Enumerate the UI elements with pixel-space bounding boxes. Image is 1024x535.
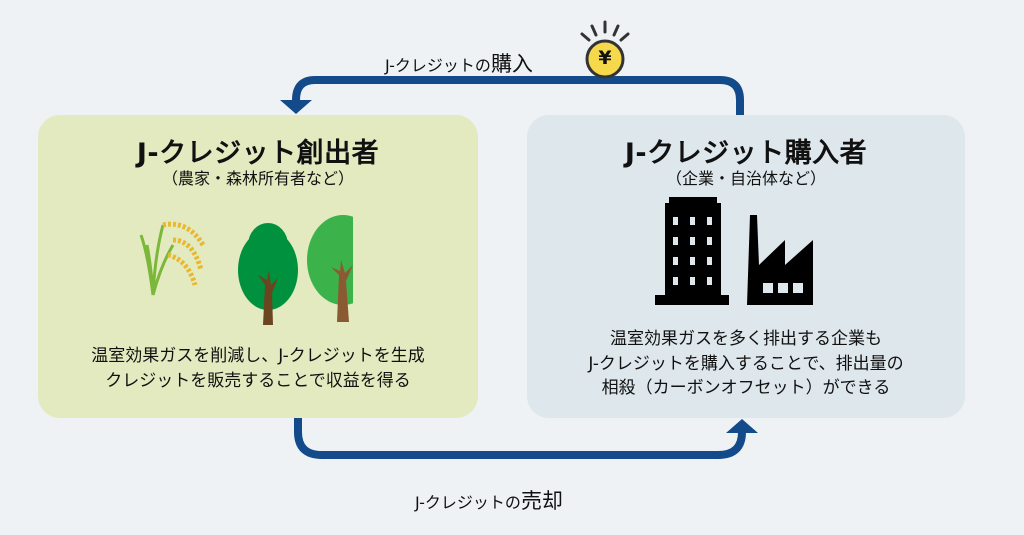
- sale-arrow: [294, 418, 746, 459]
- purchase-label-prefix: J-クレジットの: [385, 56, 491, 75]
- buyer-description: 温室効果ガスを多く排出する企業も J-クレジットを購入することで、排出量の 相殺…: [527, 327, 965, 401]
- buyer-subtitle: （企業・自治体など）: [665, 169, 826, 188]
- purchase-arrowhead: [280, 100, 312, 114]
- creator-title: J-クレジット創出者: [136, 138, 380, 169]
- purchase-arrow: [292, 76, 744, 115]
- tree-icon: [238, 223, 298, 325]
- description-line: クレジットを販売することで収益を得る: [105, 370, 411, 391]
- buyer-illustration: [655, 197, 813, 305]
- sale-label-emphasis: 売却: [520, 489, 563, 513]
- description-line: 温室効果ガスを削減し、J-クレジットを生成: [91, 346, 425, 366]
- tree-icon: [307, 215, 353, 322]
- sale-arrowhead: [726, 419, 758, 433]
- yen-symbol: ¥: [598, 47, 612, 69]
- creator-description: 温室効果ガスを削減し、J-クレジットを生成 クレジットを販売することで収益を得る: [38, 344, 478, 393]
- description-line: 温室効果ガスを多く排出する企業も: [610, 329, 882, 349]
- purchase-label: J-クレジットの購入: [385, 48, 533, 78]
- rice-plant-icon: [139, 221, 206, 296]
- factory-icon: [747, 215, 813, 305]
- buyer-title: J-クレジット購入者: [624, 138, 868, 169]
- description-line: 相殺（カーボンオフセット）ができる: [601, 378, 891, 398]
- sale-label-prefix: J-クレジットの: [415, 493, 521, 512]
- sale-label: J-クレジットの売却: [415, 485, 563, 515]
- creator-subtitle: （農家・森林所有者など）: [161, 169, 354, 188]
- yen-coin-icon: [580, 20, 630, 79]
- creator-panel: J-クレジット創出者 （農家・森林所有者など） 温室効果ガスを削減し、J-クレジ…: [38, 115, 478, 418]
- buyer-panel: J-クレジット購入者 （企業・自治体など） 温室効果ガスを多く排出する企業も J…: [527, 115, 965, 418]
- creator-illustration: [139, 215, 353, 325]
- purchase-label-emphasis: 購入: [490, 52, 533, 76]
- description-line: J-クレジットを購入することで、排出量の: [588, 353, 904, 374]
- office-building-icon: [655, 197, 729, 305]
